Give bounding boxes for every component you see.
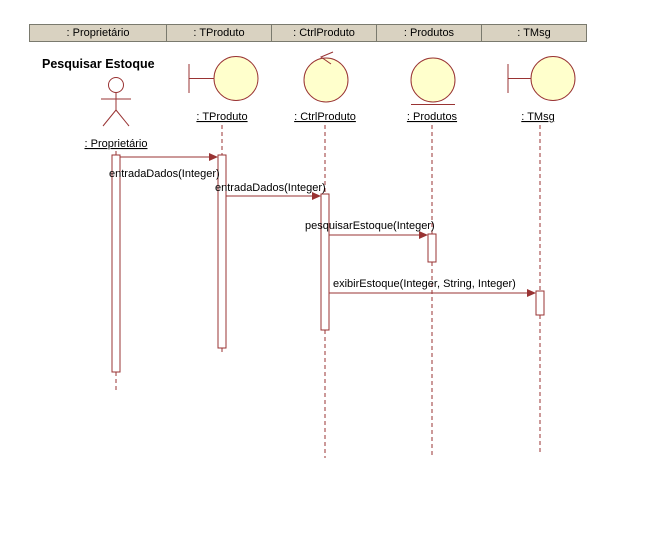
activation-bar (427, 233, 437, 263)
message-label-1: entradaDados(Integer) (109, 168, 220, 180)
message-arrow-entradadados-1[interactable] (120, 153, 218, 161)
object-label-produtos: : Produtos (407, 111, 458, 123)
header-cell-tproduto[interactable]: : TProduto (166, 24, 272, 42)
message-label-2: entradaDados(Integer) (215, 182, 326, 194)
arrowhead-icon (419, 231, 428, 239)
arrowhead-icon (209, 153, 218, 161)
header-cell-proprietario[interactable]: : Proprietário (29, 24, 167, 42)
lifeline-ctrlproduto[interactable] (320, 125, 330, 458)
activation-bar (320, 193, 330, 331)
message-arrow-pesquisarestoque[interactable] (329, 231, 428, 239)
lifeline-tmsg[interactable] (535, 125, 545, 455)
diagram-title: Pesquisar Estoque (42, 57, 155, 71)
arrowhead-icon (527, 289, 536, 297)
entity-icon-produtos[interactable] (410, 57, 456, 105)
header-cell-produtos[interactable]: : Produtos (376, 24, 482, 42)
actor-figure[interactable] (101, 77, 131, 127)
boundary-icon-tmsg[interactable] (507, 56, 576, 101)
message-label-4: exibirEstoque(Integer, String, Integer) (333, 278, 516, 290)
header-cell-ctrlproduto[interactable]: : CtrlProduto (271, 24, 377, 42)
object-label-ctrlproduto: : CtrlProduto (294, 111, 356, 123)
lifeline-proprietario[interactable] (111, 151, 121, 392)
activation-bar (111, 154, 121, 373)
lifeline-tproduto[interactable] (217, 125, 227, 353)
actor-label: : Proprietário (85, 138, 148, 150)
header-cell-tmsg[interactable]: : TMsg (481, 24, 587, 42)
lifeline-produtos[interactable] (427, 125, 437, 458)
message-label-3: pesquisarEstoque(Integer) (305, 220, 435, 232)
object-label-tmsg: : TMsg (521, 111, 554, 123)
object-label-tproduto: : TProduto (196, 111, 247, 123)
message-arrow-entradadados-2[interactable] (226, 192, 321, 200)
boundary-icon-tproduto[interactable] (188, 56, 259, 101)
activation-bar (535, 290, 545, 316)
control-icon-ctrlproduto[interactable] (303, 51, 349, 103)
object-header-bar: : Proprietário : TProduto : CtrlProduto … (29, 24, 587, 42)
arrowhead-icon (312, 192, 321, 200)
message-arrow-exibirestoque[interactable] (329, 289, 536, 297)
